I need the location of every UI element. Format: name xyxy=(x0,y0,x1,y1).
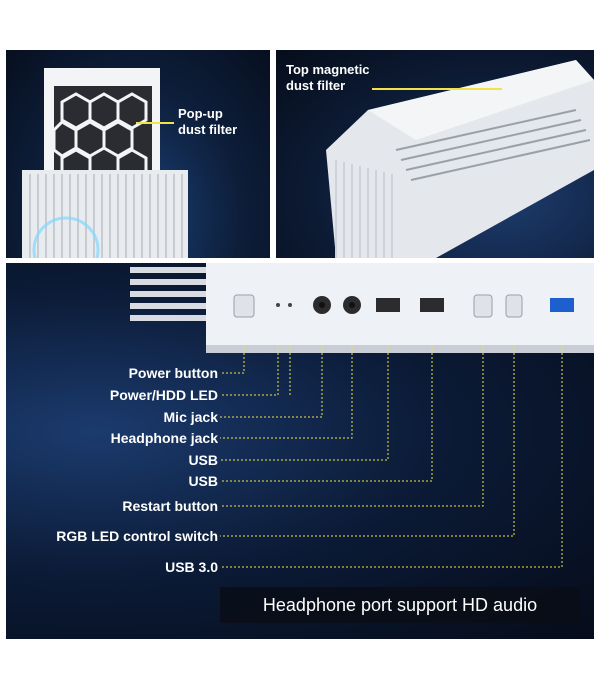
restart-icon xyxy=(473,294,493,318)
case-vents xyxy=(29,174,183,258)
magnetic-filter xyxy=(368,60,594,140)
case-fins xyxy=(130,267,230,321)
rgb-fan-ring xyxy=(32,216,100,258)
label-rgb-led-switch: RGB LED control switch xyxy=(56,528,218,544)
power-icon xyxy=(233,294,255,318)
side-vents xyxy=(335,160,393,258)
popup-filter-label: Pop-up dust filter xyxy=(178,106,238,137)
top-vents xyxy=(395,109,591,181)
case-topview-illustration xyxy=(326,60,594,258)
case-top-illustration xyxy=(22,68,188,258)
top-filter-label: Top magnetic dust filter xyxy=(286,62,370,93)
label-usb-2: USB xyxy=(188,473,218,489)
led-icon xyxy=(288,303,292,307)
port-labels: Power button Power/HDD LED Mic jack Head… xyxy=(6,263,218,639)
usb-icon xyxy=(420,298,444,312)
led-icon xyxy=(276,303,280,307)
top-filter-pointer xyxy=(372,88,502,90)
usb-icon xyxy=(376,298,400,312)
io-diagram xyxy=(130,263,594,568)
popup-filter-pointer xyxy=(136,122,174,124)
label-mic-jack: Mic jack xyxy=(163,409,218,425)
rgb-switch-icon xyxy=(505,294,523,318)
hd-audio-caption: Headphone port support HD audio xyxy=(220,587,580,623)
case-body xyxy=(22,170,188,258)
io-panel-photo: Power button Power/HDD LED Mic jack Head… xyxy=(6,263,594,639)
label-restart-button: Restart button xyxy=(122,498,218,514)
label-headphone-jack: Headphone jack xyxy=(110,430,218,446)
label-power-hdd-led: Power/HDD LED xyxy=(109,387,218,403)
label-power-button: Power button xyxy=(128,365,218,381)
usb3-icon xyxy=(550,298,574,312)
top-filter-photo: Top magnetic dust filter xyxy=(276,50,594,258)
label-usb-3-0: USB 3.0 xyxy=(165,559,218,575)
popup-filter-photo: Pop-up dust filter xyxy=(6,50,270,258)
leader-lines xyxy=(220,345,563,568)
io-strip-edge xyxy=(206,345,594,353)
label-usb-1: USB xyxy=(188,452,218,468)
